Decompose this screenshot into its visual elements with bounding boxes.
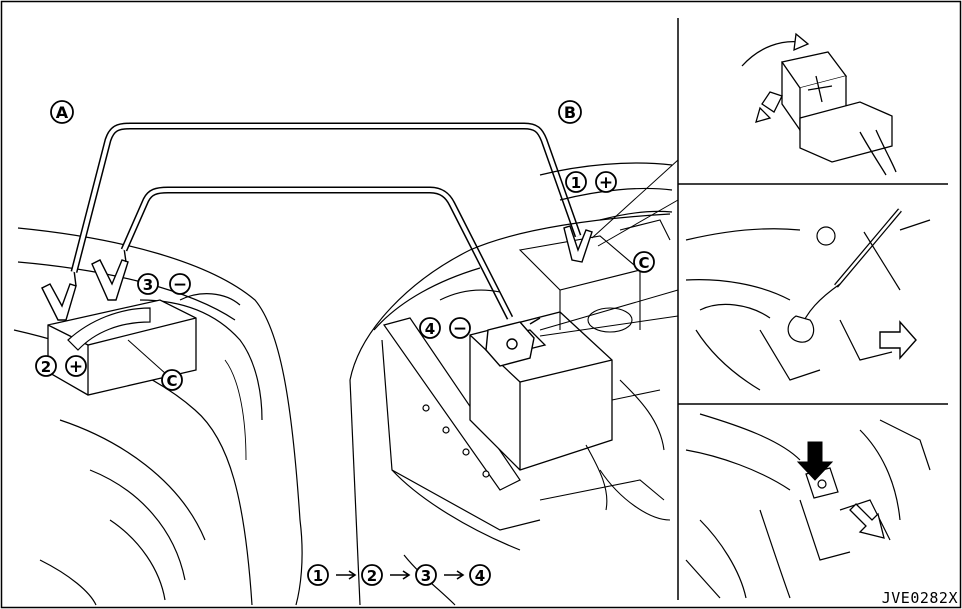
svg-text:A: A	[56, 103, 69, 122]
svg-text:−: −	[173, 275, 187, 295]
svg-text:4: 4	[475, 567, 485, 585]
svg-text:C: C	[166, 372, 177, 390]
inset-terminal-cover	[742, 34, 896, 175]
sequence-arrow-2	[390, 571, 409, 579]
figure-code: JVE0282X	[882, 589, 958, 607]
svg-text:3: 3	[421, 567, 431, 585]
sequence-arrow-3	[444, 571, 463, 579]
label-step-1-positive: 1 +	[566, 172, 616, 193]
connection-sequence: 1 2 3 4	[308, 565, 490, 585]
svg-text:3: 3	[143, 276, 153, 294]
label-step-4-negative: 4 −	[420, 318, 470, 339]
label-step-3-negative: 3 −	[138, 274, 190, 295]
svg-text:+: +	[599, 173, 613, 193]
inset-cable-terminal	[686, 210, 930, 390]
svg-text:2: 2	[41, 358, 51, 376]
svg-text:C: C	[638, 254, 649, 272]
label-vehicle-b: B	[559, 101, 581, 123]
svg-text:B: B	[564, 103, 576, 122]
sequence-arrow-1	[336, 571, 355, 579]
svg-text:1: 1	[571, 174, 581, 192]
label-vehicle-a: A	[51, 101, 73, 123]
arrow-right-icon	[880, 322, 916, 358]
svg-text:−: −	[453, 319, 467, 339]
arrow-diagonal-icon	[850, 504, 884, 538]
svg-text:4: 4	[425, 320, 435, 338]
svg-text:+: +	[69, 357, 83, 377]
svg-text:1: 1	[313, 567, 323, 585]
clamp-a-negative	[92, 248, 128, 300]
svg-text:2: 2	[367, 567, 377, 585]
label-clamp-b: C	[634, 252, 654, 272]
clamp-a-positive	[42, 270, 76, 320]
